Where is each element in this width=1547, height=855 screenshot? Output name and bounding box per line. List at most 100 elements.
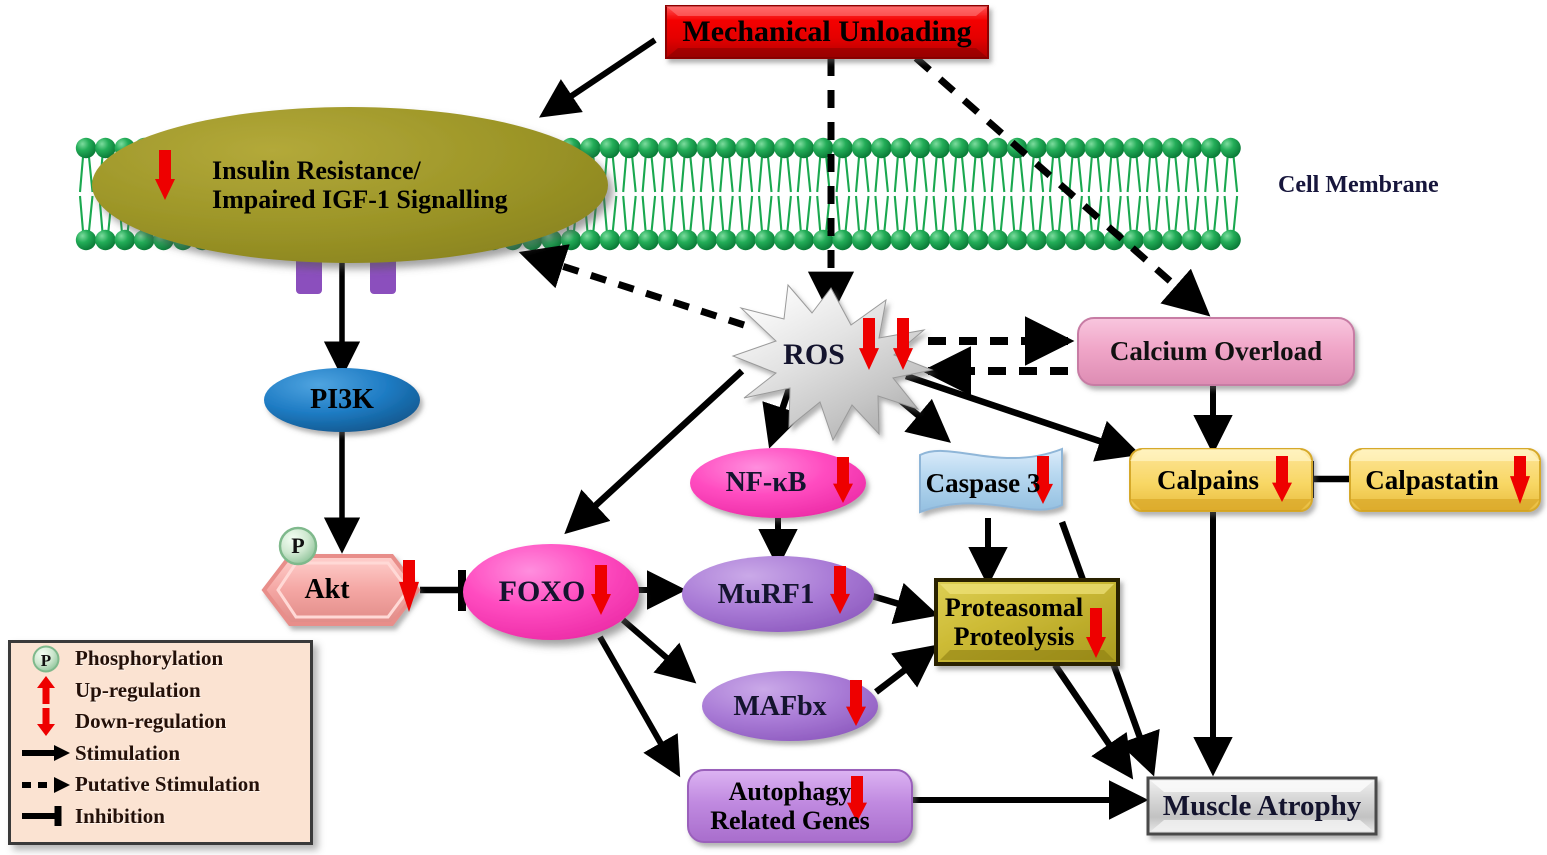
phospholipid-head-icon <box>774 229 795 251</box>
node-mafbx[interactable] <box>702 671 878 741</box>
red-down-arrow-icon-akt <box>399 560 419 612</box>
phospholipid-head-icon <box>735 137 756 159</box>
phospholipid-head-icon <box>114 229 135 251</box>
legend-item-putative-stimulation: Putative Stimulation <box>11 769 310 801</box>
phospholipid-tail-icon <box>1126 195 1142 232</box>
dashed-arrow-icon <box>17 775 75 795</box>
phospholipid-head-icon <box>619 137 640 159</box>
phospholipid-head-icon <box>1007 229 1028 251</box>
node-proteasomal[interactable] <box>934 578 1120 666</box>
red-up-arrow-icon-murf1 <box>830 566 850 614</box>
phospholipid-tail-icon <box>1126 156 1142 193</box>
red-up-arrow-icon-ros-2 <box>893 318 913 370</box>
legend-label: Down-regulation <box>75 709 227 734</box>
phospholipid-tail-icon <box>874 156 889 193</box>
red-up-arrow-icon-ros-1 <box>859 318 879 370</box>
phospholipid-head-icon <box>754 137 776 159</box>
node-pi3k[interactable] <box>264 368 420 432</box>
phospholipid-head-icon <box>948 229 970 251</box>
legend-label: Stimulation <box>75 740 181 765</box>
phospholipid-tail-icon <box>835 195 851 232</box>
edge-foxo-mafbx <box>621 617 697 684</box>
node-nfkb[interactable] <box>690 448 866 518</box>
phospholipid-head-icon <box>677 229 698 251</box>
phospholipid-tail-icon <box>1165 195 1180 232</box>
phospholipid-tail-icon <box>1204 156 1219 193</box>
phospholipid-head-icon <box>890 137 911 159</box>
phospholipid-head-icon <box>619 229 640 251</box>
legend-panel: P Phosphorylation Up-regulation Down-reg… <box>8 640 313 845</box>
phospholipid-head-icon <box>1045 229 1067 251</box>
node-foxo[interactable] <box>463 544 639 640</box>
phospholipid-head-icon <box>638 137 659 159</box>
phospholipid-head-icon <box>1123 229 1144 251</box>
phospholipid-tail-icon <box>1107 156 1122 193</box>
phospholipid-head-icon <box>696 137 717 159</box>
phospholipid-tail-icon <box>951 195 967 232</box>
phospholipid-head-icon <box>735 229 756 251</box>
phospholipid-head-icon <box>1084 229 1106 251</box>
phospholipid-head-icon <box>696 229 717 251</box>
phospholipid-tail-icon <box>1010 195 1025 232</box>
phospholipid-tail-icon <box>932 195 948 232</box>
phospholipid-head-icon <box>1123 137 1144 159</box>
red-up-arrow-icon-autophagy <box>847 776 867 822</box>
red-up-arrow-icon-foxo <box>591 565 611 615</box>
svg-text:P: P <box>41 651 51 670</box>
phospholipid-head-icon <box>1201 229 1222 251</box>
legend-item-down-regulation: Down-regulation <box>11 706 310 738</box>
phospholipid-tail-icon <box>854 156 870 193</box>
phospholipid-tail-icon <box>1087 156 1103 193</box>
node-muscle-atrophy[interactable] <box>1146 776 1378 836</box>
solid-arrow-icon <box>17 743 75 763</box>
phospholipid-head-icon <box>910 229 931 251</box>
legend-item-stimulation: Stimulation <box>11 738 310 770</box>
legend-label: Inhibition <box>75 803 165 828</box>
edge-foxo-autophagy <box>597 635 681 778</box>
phospholipid-tail-icon <box>602 195 618 232</box>
phospholipid-head-icon <box>134 229 155 251</box>
phospholipid-head-icon <box>832 137 853 159</box>
node-mechanical-unloading[interactable] <box>665 5 989 59</box>
node-ros[interactable] <box>731 283 934 442</box>
phospholipid-head-icon <box>560 229 582 251</box>
red-down-arrow-icon <box>17 707 75 737</box>
phospholipid-head-icon <box>1162 229 1183 251</box>
node-calpains[interactable] <box>1129 448 1313 512</box>
phospholipid-tail-icon <box>1010 156 1025 193</box>
phospholipid-tail-icon <box>1223 195 1239 232</box>
phospholipid-tail-icon <box>971 195 986 232</box>
node-murf1[interactable] <box>682 556 874 632</box>
phospholipid-tail-icon <box>1068 156 1083 193</box>
phospholipid-tail-icon <box>1029 156 1045 193</box>
node-caspase3[interactable] <box>919 447 1063 514</box>
red-up-arrow-icon-caspase3 <box>1033 456 1053 504</box>
phospholipid-head-icon <box>813 137 834 159</box>
node-autophagy[interactable] <box>687 769 913 843</box>
phospholipid-head-icon <box>851 229 873 251</box>
phospholipid-head-icon <box>1181 137 1203 159</box>
inhibition-bar-icon <box>17 804 75 828</box>
node-insulin-resistance[interactable] <box>92 107 608 294</box>
phospholipid-tail-icon <box>660 156 676 193</box>
phospholipid-head-icon <box>95 229 116 251</box>
legend-label: Up-regulation <box>75 677 201 702</box>
phospholipid-tail-icon <box>796 195 812 232</box>
phospholipid-head-icon <box>890 229 911 251</box>
phospholipid-head-icon <box>716 229 737 251</box>
node-akt[interactable] <box>261 526 421 626</box>
regulation-arrow-layer <box>155 150 1530 822</box>
phospholipid-tail-icon <box>699 195 715 232</box>
red-up-arrow-icon-nfkb <box>833 457 853 503</box>
phospholipid-head-icon <box>1201 137 1222 159</box>
node-calpastatin[interactable] <box>1349 448 1541 512</box>
phospholipid-tail-icon <box>777 195 792 232</box>
phospholipid-tail-icon <box>622 156 637 193</box>
node-calcium-overload[interactable] <box>1077 317 1355 386</box>
phospholipid-head-icon <box>1084 137 1106 159</box>
phospholipid-head-icon <box>968 137 989 159</box>
phospholipid-head-icon <box>929 229 950 251</box>
phospholipid-head-icon <box>1026 137 1047 159</box>
phospholipid-tail-icon <box>971 156 986 193</box>
phospholipid-tail-icon <box>913 195 928 232</box>
